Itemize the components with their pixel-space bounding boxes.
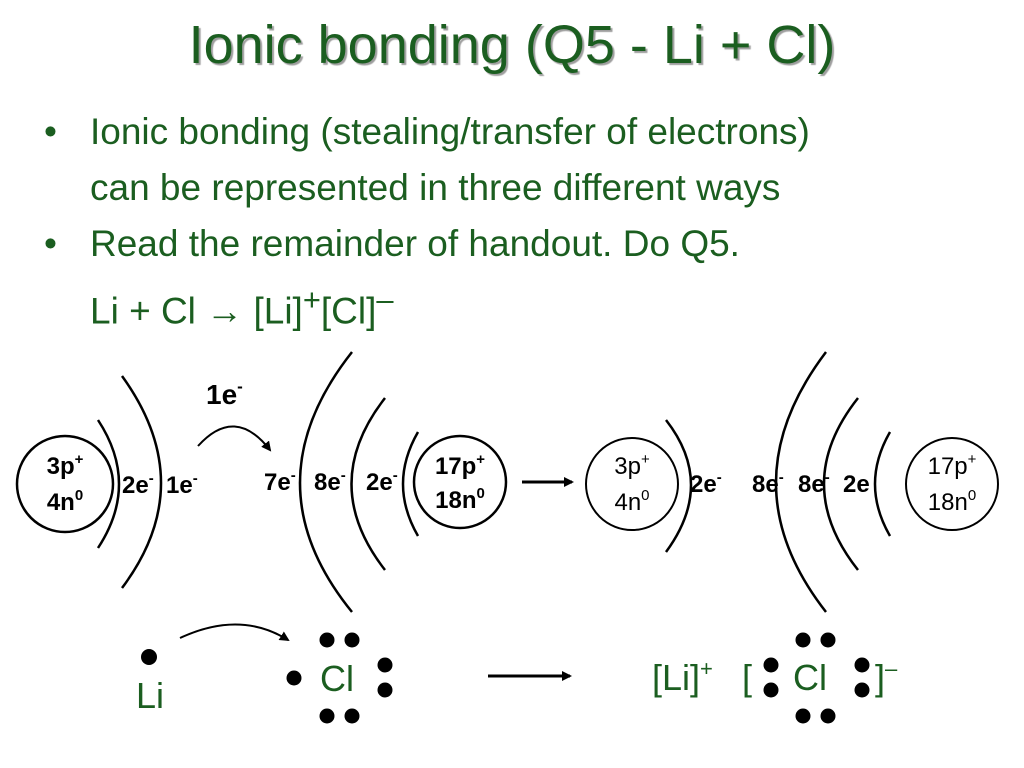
bullet-text: Ionic bonding (stealing/transfer of elec… [90, 111, 810, 152]
cl-shell-label: 2e- [366, 467, 398, 496]
cl-ion-shell-arc-3 [774, 351, 827, 613]
li-nucleus-neutrons: 4n0 [47, 487, 83, 516]
cl-ion-nucleus-protons: 17p+ [928, 451, 977, 480]
cl-ion-nucleus-neutrons: 18n0 [928, 487, 976, 516]
cl-ion-shell-arc-1 [873, 431, 892, 537]
lewis-open-bracket: [ [742, 657, 752, 698]
li-ion-shell-arc [664, 419, 693, 553]
li-ion-shell-label: 2e- [690, 469, 722, 498]
transfer-label: 1e- [206, 377, 243, 410]
li-shell-arc-1 [96, 419, 121, 549]
equation-anion: [Cl] [320, 290, 377, 332]
anion-charge: – [376, 282, 394, 317]
lewis-close-bracket: ]– [875, 656, 898, 698]
li-shell-arc-2 [120, 375, 163, 589]
cl-shell-arc-3 [298, 351, 353, 613]
equation-line: Li + Cl → [Li]+[Cl]– [44, 272, 1004, 339]
lewis-product-cation: [Li]+ [652, 656, 713, 698]
cl-nucleus-circle [412, 434, 508, 530]
page-title: Ionic bonding (Q5 - Li + Cl) [188, 15, 836, 75]
cl-nucleus-neutrons: 18n0 [435, 485, 485, 514]
lewis-transfer-arrow [179, 623, 290, 642]
cation-charge: + [302, 282, 321, 317]
cl-ion-shell-arc-2 [822, 397, 859, 571]
li-nucleus-protons: 3p+ [47, 451, 84, 480]
lewis-product-anion: Cl [793, 657, 827, 698]
lewis-cl-symbol: Cl [320, 658, 354, 699]
bullet-text: can be represented in three different wa… [90, 167, 781, 208]
cl-ion-nucleus-circle [905, 437, 999, 531]
bullet-marker: • [44, 223, 57, 264]
cl-ion-shell-label: 2e [843, 471, 870, 498]
cl-nucleus-protons: 17p+ [435, 451, 485, 480]
lewis-cl-ion-electrons [763, 632, 870, 724]
li-ion-nucleus-circle [585, 437, 679, 531]
lewis-li-symbol: Li [136, 675, 164, 716]
cl-shell-arc-2 [350, 397, 386, 571]
lewis-cl-electrons [286, 632, 393, 724]
bullet-text: Read the remainder of handout. Do Q5. [90, 223, 740, 264]
li-nucleus-circle [15, 434, 115, 534]
bullet-list: • Ionic bonding (stealing/transfer of el… [44, 104, 1004, 339]
li-valence-electron [141, 649, 157, 665]
bullet-item: • Ionic bonding (stealing/transfer of el… [44, 104, 1004, 216]
transfer-arrow [197, 425, 272, 452]
bullet-marker: • [44, 111, 57, 152]
cl-ion-shell-label: 8e- [752, 469, 784, 498]
li-ion-nucleus-protons: 3p+ [614, 451, 650, 480]
equation-reactants: Li + Cl → [Li] [90, 290, 303, 332]
li-shell-label: 1e- [166, 470, 198, 499]
li-shell-label: 2e- [122, 470, 154, 499]
li-ion-nucleus-neutrons: 4n0 [614, 487, 649, 516]
cl-ion-shell-label: 8e- [798, 469, 830, 498]
cl-shell-label: 7e- [264, 467, 296, 496]
cl-shell-label: 8e- [314, 467, 346, 496]
bullet-item: • Read the remainder of handout. Do Q5. [44, 216, 1004, 272]
cl-shell-arc-1 [401, 431, 420, 537]
